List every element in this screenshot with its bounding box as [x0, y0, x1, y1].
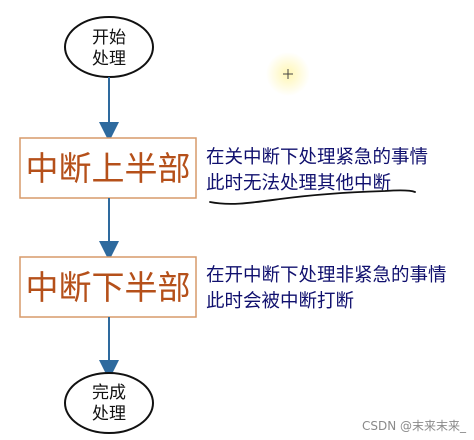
top-half-note-line2: 此时无法处理其他中断	[206, 173, 391, 194]
end-node: 完成 处理	[64, 372, 154, 434]
bottom-half-note: 在开中断下处理非紧急的事情 此时会被中断打断	[206, 265, 447, 312]
top-half-box: 中断上半部	[19, 137, 197, 199]
bottom-half-note-line2: 此时会被中断打断	[206, 291, 354, 312]
top-half-note: 在关中断下处理紧急的事情 此时无法处理其他中断	[206, 147, 428, 205]
top-half-note-line1: 在关中断下处理紧急的事情	[206, 147, 428, 168]
end-node-line2: 处理	[92, 404, 126, 424]
bottom-half-box: 中断下半部	[19, 256, 197, 318]
end-node-line1: 完成	[92, 383, 126, 403]
top-half-label: 中断上半部	[26, 149, 191, 188]
bottom-half-note-line1: 在开中断下处理非紧急的事情	[206, 265, 447, 286]
cursor-highlight	[266, 52, 310, 96]
start-node: 开始 处理	[64, 16, 154, 78]
csdn-watermark: CSDN @末来末来_	[361, 419, 466, 433]
handwritten-underline	[209, 189, 416, 205]
bottom-half-label: 中断下半部	[26, 268, 191, 307]
start-node-line2: 处理	[92, 49, 126, 69]
start-node-line1: 开始	[92, 28, 126, 48]
